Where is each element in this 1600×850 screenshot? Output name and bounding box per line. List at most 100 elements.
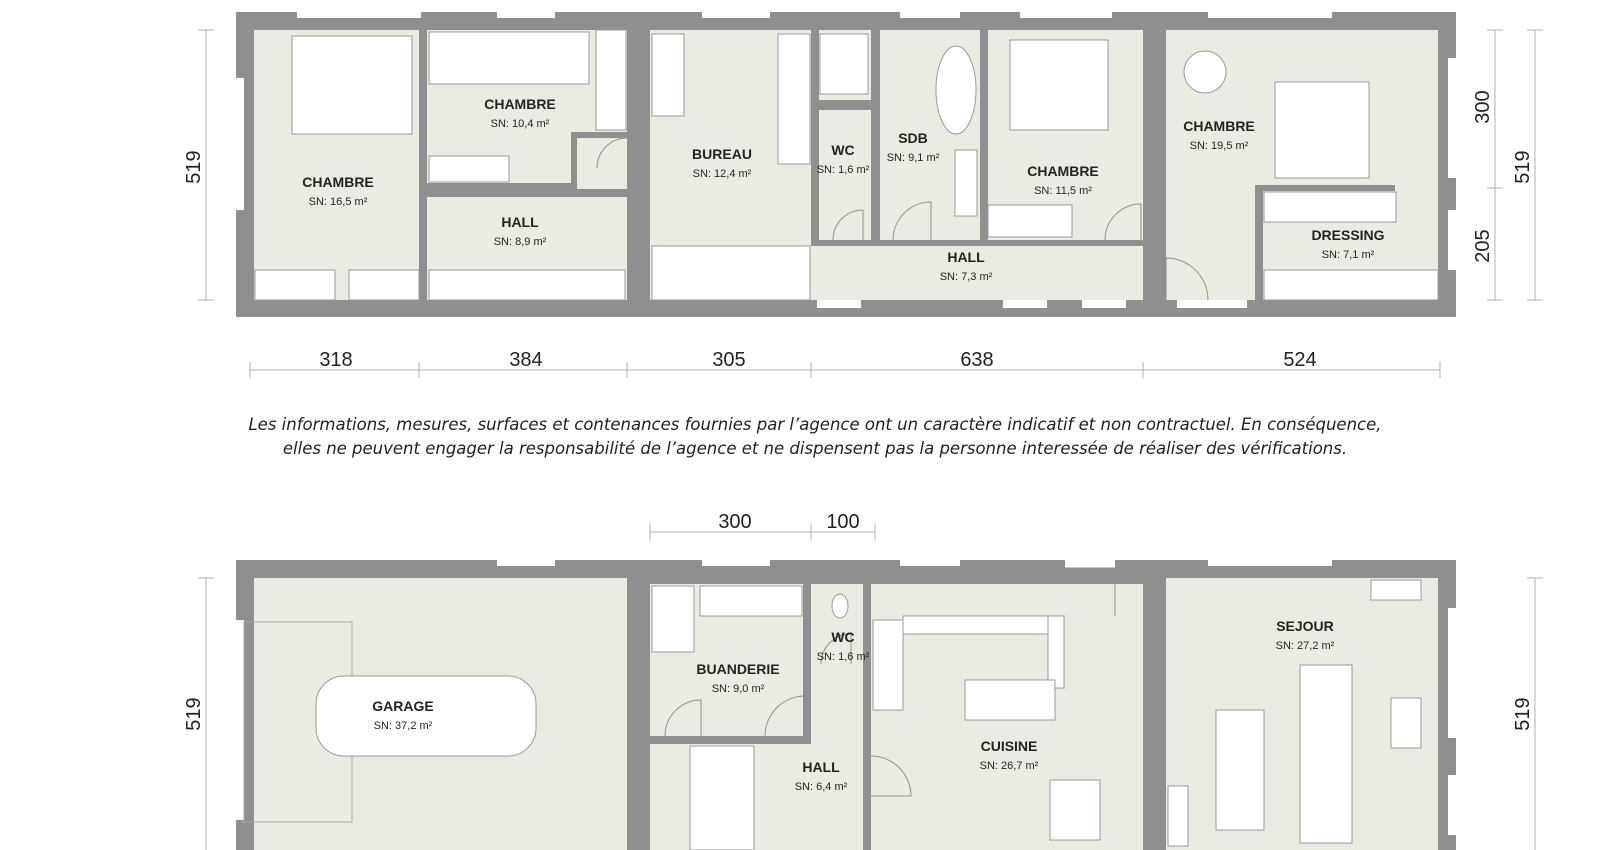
window bbox=[1448, 58, 1456, 178]
cabinet-icon bbox=[1167, 785, 1189, 847]
wardrobe-icon bbox=[1263, 191, 1397, 223]
room-area-sdb: SN: 9,1 m² bbox=[887, 152, 940, 164]
window bbox=[1448, 608, 1456, 738]
counter-icon bbox=[902, 615, 1064, 635]
room-label-chambre-2: CHAMBRE bbox=[484, 96, 556, 112]
shower-icon bbox=[651, 585, 695, 653]
disclaimer: Les informations, mesures, surfaces et c… bbox=[150, 413, 1480, 461]
door-icon bbox=[832, 209, 864, 241]
dim-300: 300 bbox=[718, 511, 751, 533]
ground-dimensions: 300 100 519 519 bbox=[183, 511, 1543, 850]
bathtub-icon bbox=[935, 45, 977, 135]
room-label-hall-ground: HALL bbox=[802, 759, 840, 775]
dressing-wall bbox=[1255, 185, 1263, 300]
wardrobe-icon bbox=[348, 269, 420, 301]
room-area-chambre-4: SN: 19,5 m² bbox=[1190, 140, 1249, 152]
window bbox=[1177, 300, 1247, 308]
dim-left-519: 519 bbox=[183, 150, 205, 183]
window bbox=[1448, 210, 1456, 270]
door-icon bbox=[764, 695, 806, 737]
window bbox=[1208, 12, 1332, 18]
dim-100: 100 bbox=[826, 511, 859, 533]
garage-door bbox=[236, 620, 244, 820]
room-label-sdb: SDB bbox=[898, 130, 928, 146]
window bbox=[900, 12, 960, 18]
partition-chambre2-top bbox=[571, 132, 627, 138]
window bbox=[1020, 12, 1112, 18]
partition-chambre2 bbox=[427, 183, 577, 189]
window bbox=[497, 560, 555, 566]
room-area-sejour: SN: 27,2 m² bbox=[1276, 640, 1335, 652]
room-area-garage: SN: 37,2 m² bbox=[374, 720, 433, 732]
door-icon bbox=[596, 137, 650, 169]
sink-icon bbox=[954, 149, 978, 217]
window bbox=[702, 560, 770, 566]
window bbox=[817, 300, 861, 308]
window bbox=[1208, 560, 1332, 566]
room-area-hall-1: SN: 8,9 m² bbox=[494, 236, 547, 248]
armchair-icon bbox=[1183, 50, 1227, 94]
room-area-wc: SN: 1,6 m² bbox=[817, 164, 870, 176]
dressing-wall-top bbox=[1255, 185, 1395, 191]
counter-icon bbox=[1047, 615, 1065, 689]
door-icon bbox=[1165, 257, 1209, 301]
dining-table-icon bbox=[1215, 709, 1265, 831]
room-label-sejour: SEJOUR bbox=[1276, 618, 1334, 634]
dim-right-205: 205 bbox=[1472, 229, 1494, 262]
washer-icon bbox=[699, 585, 803, 617]
dim-524: 524 bbox=[1283, 349, 1316, 371]
ground-floor-plan bbox=[236, 560, 1456, 850]
room-area-hall-ground: SN: 6,4 m² bbox=[795, 781, 848, 793]
staircase-icon bbox=[651, 245, 811, 301]
door-icon bbox=[1065, 567, 1116, 616]
sofa-icon bbox=[1299, 664, 1353, 844]
room-area-dressing: SN: 7,1 m² bbox=[1322, 249, 1375, 261]
room-label-dressing: DRESSING bbox=[1311, 227, 1384, 243]
room-label-hall-2: HALL bbox=[947, 249, 985, 265]
desk-icon bbox=[428, 31, 590, 85]
wardrobe-icon bbox=[595, 29, 627, 131]
door-icon bbox=[892, 201, 932, 241]
dim-305: 305 bbox=[712, 349, 745, 371]
desk-icon bbox=[254, 269, 336, 301]
room-area-chambre-3: SN: 11,5 m² bbox=[1034, 185, 1092, 197]
room-area-wc-ground: SN: 1,6 m² bbox=[817, 651, 870, 663]
upper-floor-plan bbox=[236, 12, 1456, 317]
room-area-bureau: SN: 12,4 m² bbox=[693, 168, 752, 180]
room-label-chambre-4: CHAMBRE bbox=[1183, 118, 1255, 134]
room-label-buanderie: BUANDERIE bbox=[696, 661, 779, 677]
ground-room-hall-extension bbox=[811, 664, 863, 744]
room-area-cuisine: SN: 26,7 m² bbox=[980, 760, 1039, 772]
toilet-icon bbox=[831, 593, 849, 619]
dim-638: 638 bbox=[960, 349, 993, 371]
desk-icon bbox=[428, 155, 510, 183]
dim-right-519: 519 bbox=[1512, 150, 1534, 183]
upper-room-hall-2 bbox=[811, 246, 1143, 300]
wardrobe-icon bbox=[777, 33, 811, 165]
dim-right-300: 300 bbox=[1472, 90, 1494, 123]
bed-icon bbox=[1274, 81, 1370, 179]
dim-318: 318 bbox=[319, 349, 352, 371]
window bbox=[297, 12, 421, 18]
ground-room-hall bbox=[650, 744, 863, 850]
room-area-buanderie: SN: 9,0 m² bbox=[712, 683, 765, 695]
door-icon bbox=[664, 699, 702, 737]
dim-right-519-ground: 519 bbox=[1512, 697, 1534, 730]
window bbox=[702, 12, 770, 18]
door-icon bbox=[820, 633, 852, 665]
dining-table-icon bbox=[1049, 779, 1101, 841]
window bbox=[1082, 300, 1126, 308]
room-label-chambre-3: CHAMBRE bbox=[1027, 163, 1099, 179]
door-icon bbox=[870, 755, 912, 797]
disclaimer-line-1: Les informations, mesures, surfaces et c… bbox=[248, 415, 1382, 434]
dim-left-519-ground: 519 bbox=[183, 697, 205, 730]
car-icon bbox=[315, 675, 537, 757]
room-area-chambre-1: SN: 16,5 m² bbox=[309, 196, 368, 208]
tv-unit-icon bbox=[1370, 579, 1422, 601]
wardrobe-icon bbox=[428, 269, 626, 301]
window bbox=[1003, 300, 1047, 308]
desk-icon bbox=[651, 33, 685, 117]
room-label-cuisine: CUISINE bbox=[981, 738, 1038, 754]
bed-icon bbox=[1009, 39, 1109, 131]
